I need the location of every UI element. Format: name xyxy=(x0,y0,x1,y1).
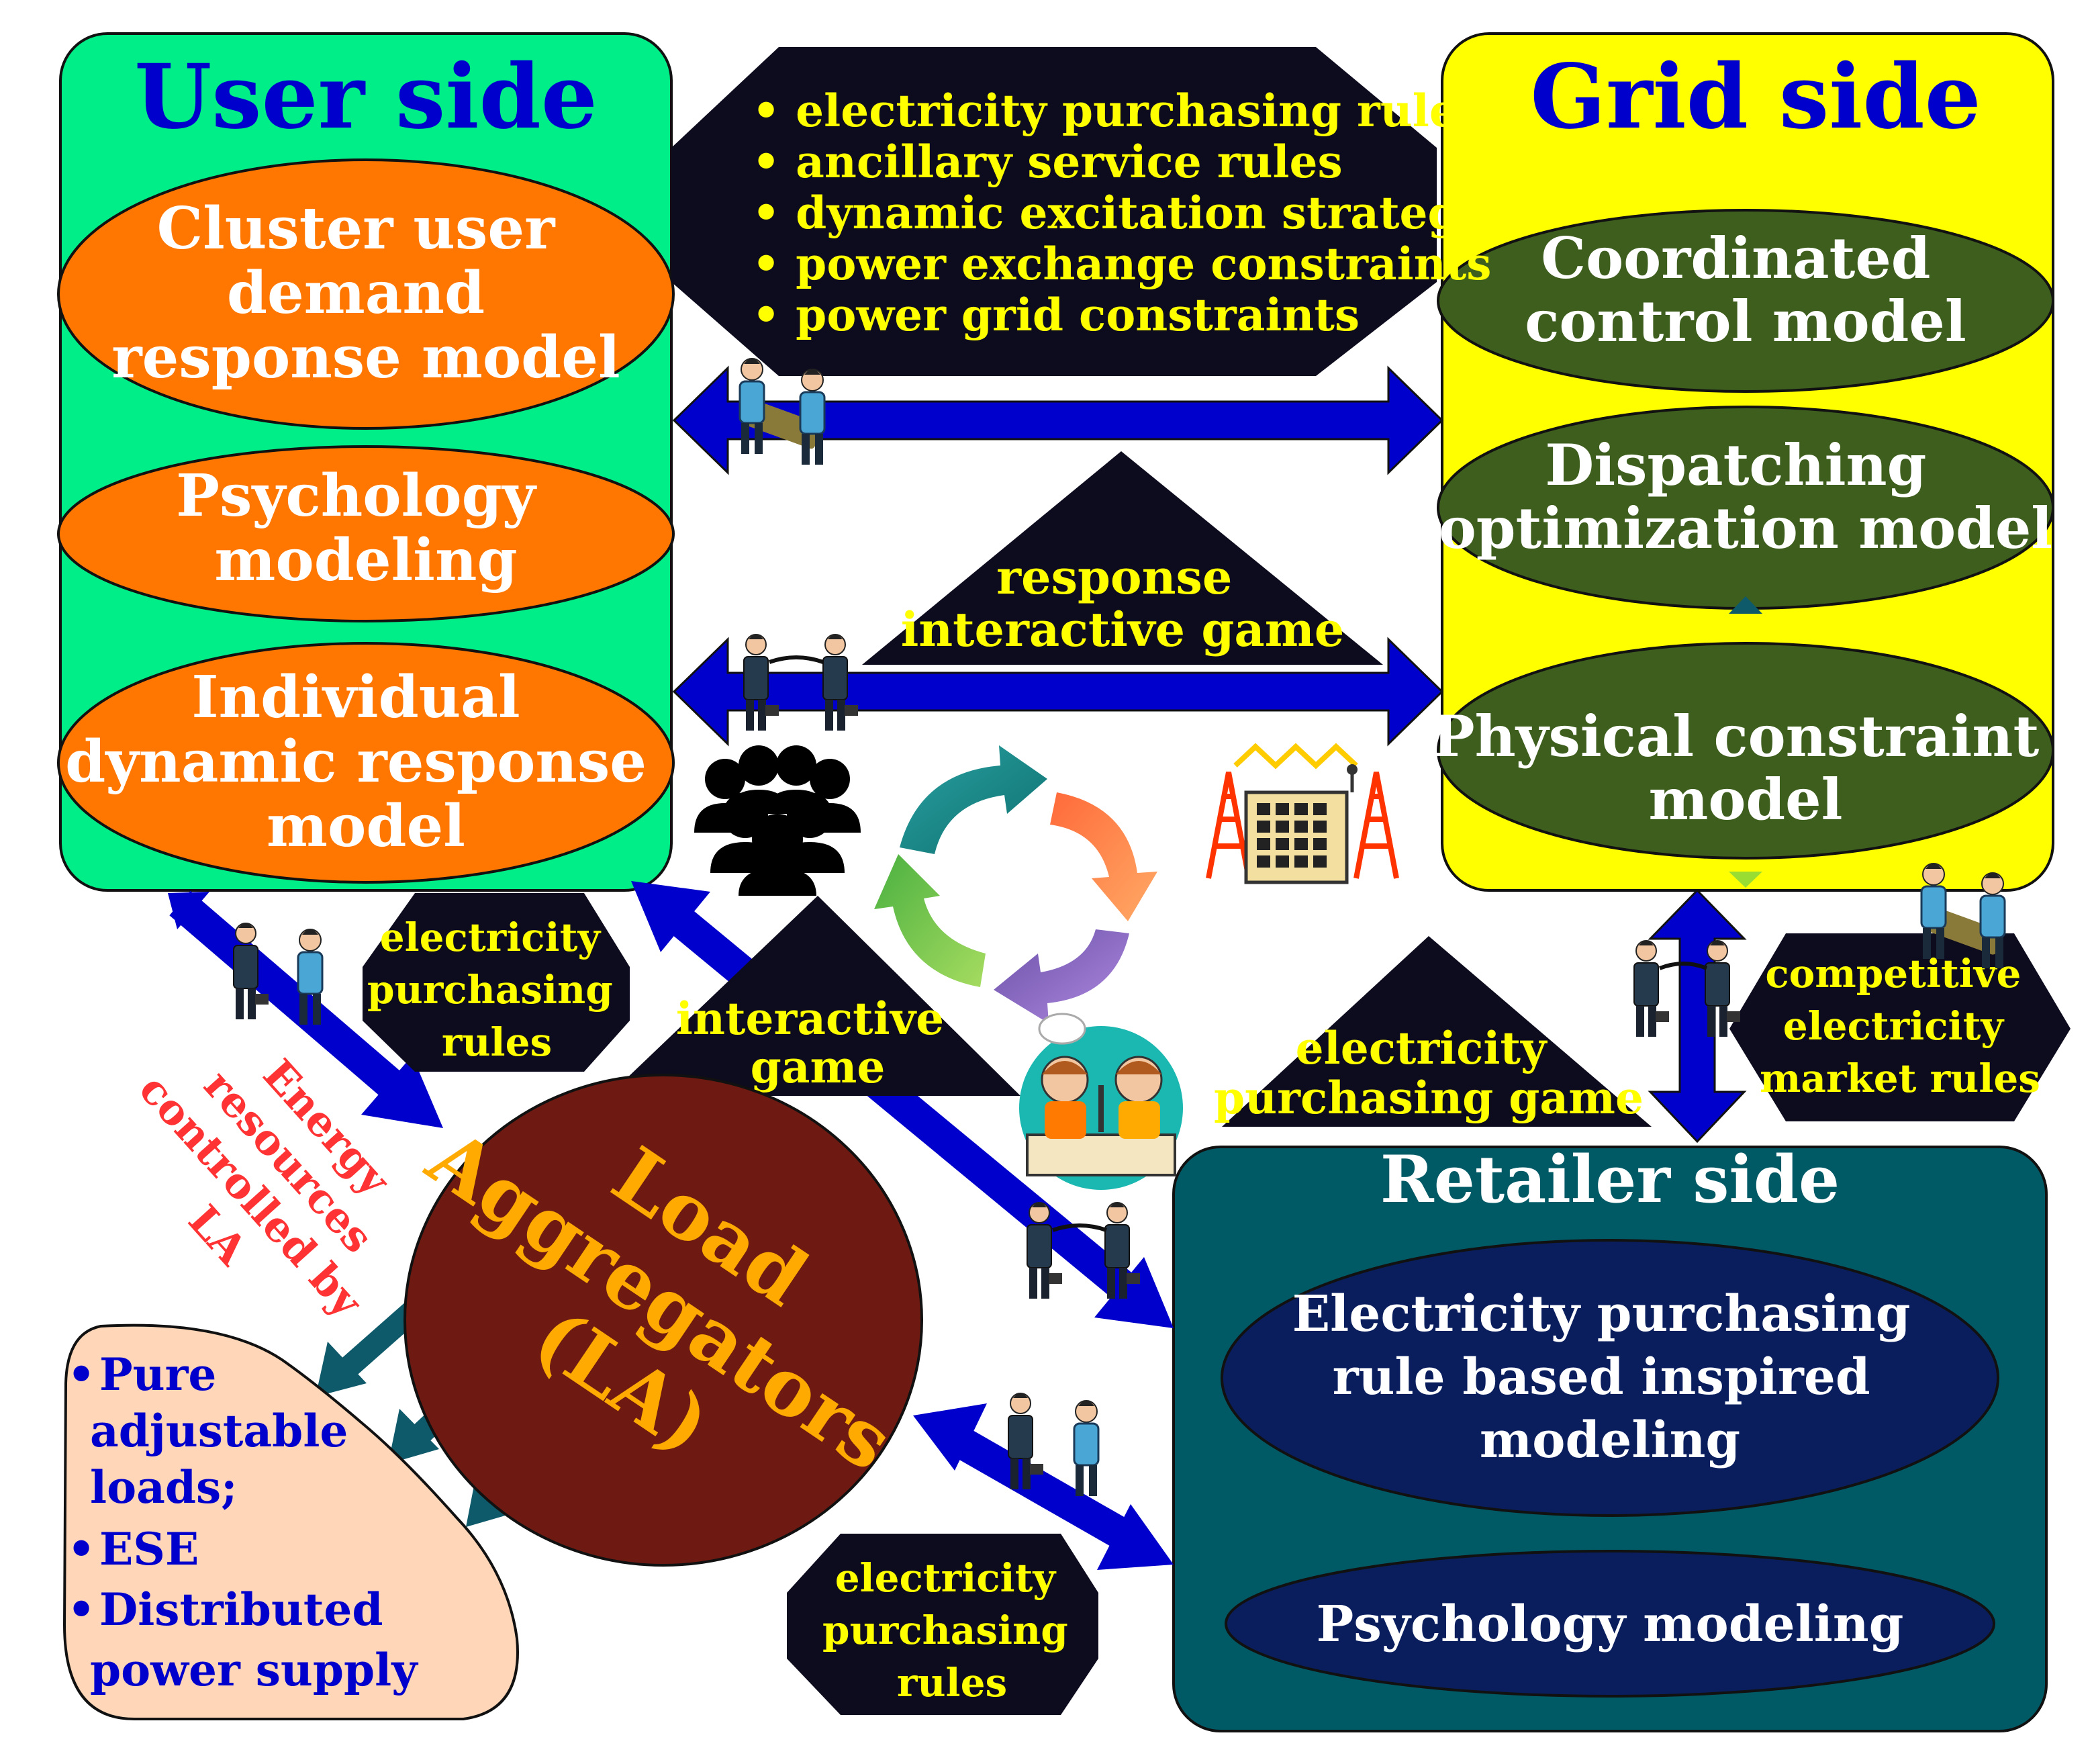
cycle-teal-arrow xyxy=(900,745,1047,854)
grid-retailer-double-arrow xyxy=(1648,888,1747,1144)
resource-arrow-1-head xyxy=(316,1342,367,1397)
user-psychology-label: Psychology modeling xyxy=(176,462,555,594)
tug-of-war-icon-2 xyxy=(1027,1202,1141,1299)
cycle-purple-arrow xyxy=(994,929,1129,1023)
tug-of-war-icon-1 xyxy=(743,634,859,731)
cluster-user-demand-label: Cluster user demand response model xyxy=(111,195,620,391)
top-rules-block xyxy=(671,47,1437,376)
user-la-arrow-head xyxy=(361,1056,443,1128)
user-retailer-arrow-tail xyxy=(631,881,710,952)
retailer-psychology-ellipse xyxy=(1225,1550,1995,1698)
purchasing-game-label: electricity purchasing game xyxy=(1214,1022,1644,1124)
user-la-rules-block xyxy=(363,893,630,1072)
user-la-rules-label: electricity purchasing rules xyxy=(367,915,626,1065)
crowd-icon xyxy=(694,745,861,896)
cycle-green-arrow xyxy=(874,854,986,987)
response-game-label: response interactive game xyxy=(901,549,1345,657)
market-rules-label: competitive electricity market rules xyxy=(1760,951,2040,1101)
dispatching-optimization-label: Dispatching optimization model xyxy=(1439,432,2052,561)
la-retailer-rules-block xyxy=(787,1534,1098,1715)
cluster-user-demand-ellipse xyxy=(57,158,675,430)
meeting-icon-market xyxy=(1920,862,2006,970)
lower-double-arrow xyxy=(672,637,1444,747)
user-la-arrow-tail xyxy=(168,892,209,929)
cycle-orange-arrow xyxy=(1050,792,1157,921)
interactive-game-label: interactive game xyxy=(676,992,959,1093)
market-rules-block xyxy=(1729,933,2071,1121)
coordinated-control-ellipse xyxy=(1437,209,2054,393)
retailer-side-title: Retailer side xyxy=(1380,1142,1840,1217)
interactive-game-triangle xyxy=(608,896,1020,1096)
la-retailer-arrow-head xyxy=(1097,1504,1174,1570)
resources-list: •Pure adjustable loads; •ESE •Distribute… xyxy=(67,1348,418,1696)
resources-blob xyxy=(62,1324,519,1720)
cycle-arrows-icon xyxy=(874,745,1157,1023)
purchasing-game-triangle xyxy=(1222,936,1652,1127)
response-game-triangle xyxy=(862,451,1383,665)
retailer-rule-ellipse xyxy=(1221,1239,1999,1517)
user-retailer-arrow-head xyxy=(1094,1257,1174,1328)
meeting-icon-top xyxy=(739,357,826,466)
load-aggregators-ellipse xyxy=(403,1074,923,1567)
grid-small-up-triangle xyxy=(1729,596,1762,614)
tug-of-war-icon-3 xyxy=(1633,940,1741,1037)
individual-dynamic-label: Individual dynamic response model xyxy=(65,663,667,860)
individual-dynamic-ellipse xyxy=(57,642,675,884)
la-retailer-arrow-tail xyxy=(913,1403,987,1471)
top-rules-list: • electricity purchasing rules • ancilla… xyxy=(752,85,1544,341)
grid-side-title: Grid side xyxy=(1530,45,1981,149)
upper-double-arrow xyxy=(672,365,1444,475)
grid-small-down-triangle xyxy=(1729,872,1762,888)
retailer-psychology-label: Psychology modeling xyxy=(1317,1595,1904,1653)
coordinated-control-label: Coordinated control model xyxy=(1525,225,1966,355)
user-la-arrow-shaft xyxy=(169,890,404,1099)
user-psychology-ellipse xyxy=(57,445,675,622)
la-retailer-rules-label: electricity purchasing rules xyxy=(822,1555,1082,1706)
la-retailer-arrow-shaft xyxy=(944,1423,1136,1552)
negotiation-icon xyxy=(1019,1013,1183,1190)
physical-constraint-label: Physical constraint model xyxy=(1432,703,2058,833)
retailer-rule-label: Electricity purchasing rule based inspir… xyxy=(1292,1285,1928,1469)
user-side-title: User side xyxy=(134,45,598,149)
power-plant-icon xyxy=(1206,743,1399,884)
resource-arrow-2-head xyxy=(388,1409,439,1464)
physical-constraint-ellipse xyxy=(1437,642,2054,860)
